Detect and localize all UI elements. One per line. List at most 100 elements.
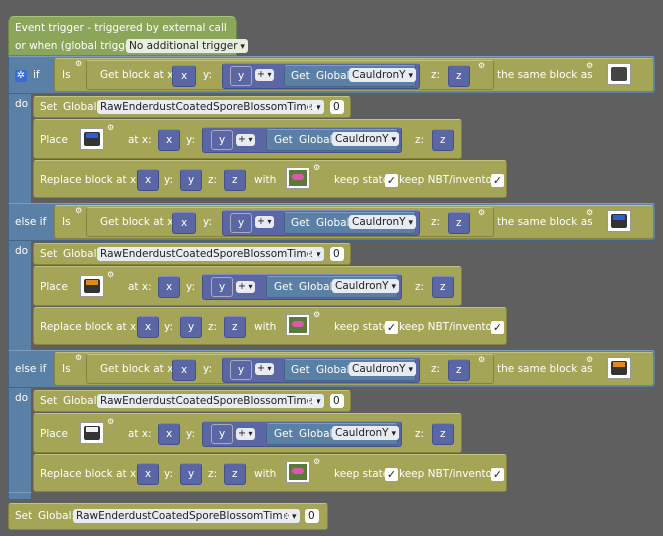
- replace-block[interactable]: [33, 307, 507, 345]
- gear-icon[interactable]: ⚙: [313, 457, 321, 466]
- gear-icon[interactable]: ⚙: [586, 355, 594, 364]
- lava-cauldron-block-icon[interactable]: [607, 357, 631, 379]
- global-var-dropdown[interactable]: RawEnderdustCoatedSporeBlossomTime: [97, 394, 324, 408]
- global-var-dropdown[interactable]: RawEnderdustCoatedSporeBlossomTime: [73, 509, 300, 523]
- global-var-dropdown[interactable]: CauldronY: [349, 215, 416, 229]
- operator-dropdown[interactable]: +: [236, 134, 255, 146]
- z-label: z: [232, 468, 238, 480]
- global-var-dropdown[interactable]: CauldronY: [332, 132, 399, 146]
- replace-block[interactable]: [33, 160, 507, 198]
- gear-icon[interactable]: ⚙: [478, 355, 486, 364]
- if-else-block[interactable]: [8, 56, 32, 498]
- replace-block[interactable]: [33, 454, 507, 492]
- number-input[interactable]: 0: [305, 509, 319, 523]
- gear-icon[interactable]: ⚙: [107, 417, 115, 426]
- x-variable[interactable]: [137, 169, 159, 191]
- gear-icon[interactable]: ⚙: [107, 123, 115, 132]
- gear-icon[interactable]: ⚙: [313, 163, 321, 172]
- spore-blossom-block-icon[interactable]: [286, 314, 310, 336]
- get-block-label: Get block at x:: [100, 363, 177, 375]
- z-variable[interactable]: [432, 129, 454, 151]
- y-variable[interactable]: [211, 277, 233, 297]
- set-label: Set: [40, 101, 58, 113]
- cauldron-block-icon[interactable]: [607, 63, 631, 85]
- z-variable[interactable]: [224, 169, 246, 191]
- keep-nbt-checkbox[interactable]: ✓: [491, 468, 504, 481]
- z-variable[interactable]: [448, 212, 470, 234]
- spore-blossom-block-icon[interactable]: [286, 167, 310, 189]
- operator-dropdown[interactable]: +: [236, 428, 255, 440]
- gear-icon[interactable]: ⚙: [107, 270, 115, 279]
- y-variable[interactable]: [180, 169, 202, 191]
- at-x-label: at x:: [128, 134, 152, 146]
- gear-icon[interactable]: ⚙: [313, 310, 321, 319]
- if-label: if: [33, 69, 40, 81]
- z-variable[interactable]: [224, 463, 246, 485]
- z-variable[interactable]: [448, 65, 470, 87]
- keep-nbt-checkbox[interactable]: ✓: [491, 321, 504, 334]
- gear-icon[interactable]: ⚙: [75, 206, 83, 215]
- x-variable[interactable]: [137, 316, 159, 338]
- y-variable[interactable]: [230, 360, 252, 380]
- operator-dropdown[interactable]: +: [255, 216, 274, 228]
- global-var-dropdown[interactable]: CauldronY: [332, 426, 399, 440]
- operator-dropdown[interactable]: +: [236, 281, 255, 293]
- keep-state-checkbox[interactable]: ✓: [385, 468, 398, 481]
- x-variable[interactable]: [172, 65, 196, 87]
- gear-icon[interactable]: ⚙: [478, 61, 486, 70]
- y-variable[interactable]: [180, 316, 202, 338]
- global-var-dropdown[interactable]: RawEnderdustCoatedSporeBlossomTime: [97, 100, 324, 114]
- mutator-config-icon[interactable]: ✲: [15, 70, 27, 82]
- x-variable[interactable]: [137, 463, 159, 485]
- global-var-dropdown[interactable]: CauldronY: [332, 279, 399, 293]
- y-variable[interactable]: [211, 130, 233, 150]
- global-var-dropdown[interactable]: CauldronY: [349, 362, 416, 376]
- z-variable[interactable]: [432, 276, 454, 298]
- y-coord-label: y:: [186, 134, 195, 146]
- z-label: z: [440, 428, 446, 440]
- y-variable[interactable]: [180, 463, 202, 485]
- operator-dropdown[interactable]: +: [255, 363, 274, 375]
- do-label: do: [15, 98, 29, 110]
- number-input[interactable]: 0: [330, 394, 344, 408]
- keep-nbt-checkbox[interactable]: ✓: [491, 174, 504, 187]
- x-variable[interactable]: [172, 359, 196, 381]
- z-coord-label: z:: [431, 363, 441, 375]
- number-input[interactable]: 0: [330, 100, 344, 114]
- y-variable[interactable]: [211, 424, 233, 444]
- z-variable[interactable]: [448, 359, 470, 381]
- lava-cauldron-block-icon[interactable]: [80, 275, 104, 297]
- x-label: x: [145, 321, 152, 333]
- global-trigger-dropdown[interactable]: No additional trigger: [126, 39, 248, 53]
- gear-icon[interactable]: ⚙: [586, 208, 594, 217]
- y-variable[interactable]: [230, 213, 252, 233]
- y-variable[interactable]: [230, 66, 252, 86]
- z-variable[interactable]: [432, 423, 454, 445]
- y-coord-label: y:: [203, 363, 212, 375]
- keep-nbt-label: keep NBT/inventory: [399, 174, 503, 186]
- keep-state-checkbox[interactable]: ✓: [385, 321, 398, 334]
- z-label: z: [456, 364, 462, 376]
- z-variable[interactable]: [224, 316, 246, 338]
- keep-state-checkbox[interactable]: ✓: [385, 174, 398, 187]
- water-cauldron-block-icon[interactable]: [607, 210, 631, 232]
- spore-blossom-block-icon[interactable]: [286, 461, 310, 483]
- global-var-dropdown[interactable]: CauldronY: [349, 68, 416, 82]
- x-variable[interactable]: [158, 276, 180, 298]
- global-var-dropdown[interactable]: RawEnderdustCoatedSporeBlossomTime: [97, 247, 324, 261]
- x-variable[interactable]: [158, 423, 180, 445]
- get-block-label: Get block at x:: [100, 216, 177, 228]
- x-variable[interactable]: [172, 212, 196, 234]
- x-variable[interactable]: [158, 129, 180, 151]
- x-label: x: [166, 428, 173, 440]
- gear-icon[interactable]: ⚙: [586, 61, 594, 70]
- gear-icon[interactable]: ⚙: [75, 353, 83, 362]
- water-cauldron-block-icon[interactable]: [80, 128, 104, 150]
- gear-icon[interactable]: ⚙: [478, 208, 486, 217]
- event-trigger-block[interactable]: [8, 16, 237, 56]
- number-input[interactable]: 0: [330, 247, 344, 261]
- same-block-label: the same block as: [497, 216, 593, 228]
- powder-snow-cauldron-block-icon[interactable]: [80, 422, 104, 444]
- operator-dropdown[interactable]: +: [255, 69, 274, 81]
- gear-icon[interactable]: ⚙: [75, 59, 83, 68]
